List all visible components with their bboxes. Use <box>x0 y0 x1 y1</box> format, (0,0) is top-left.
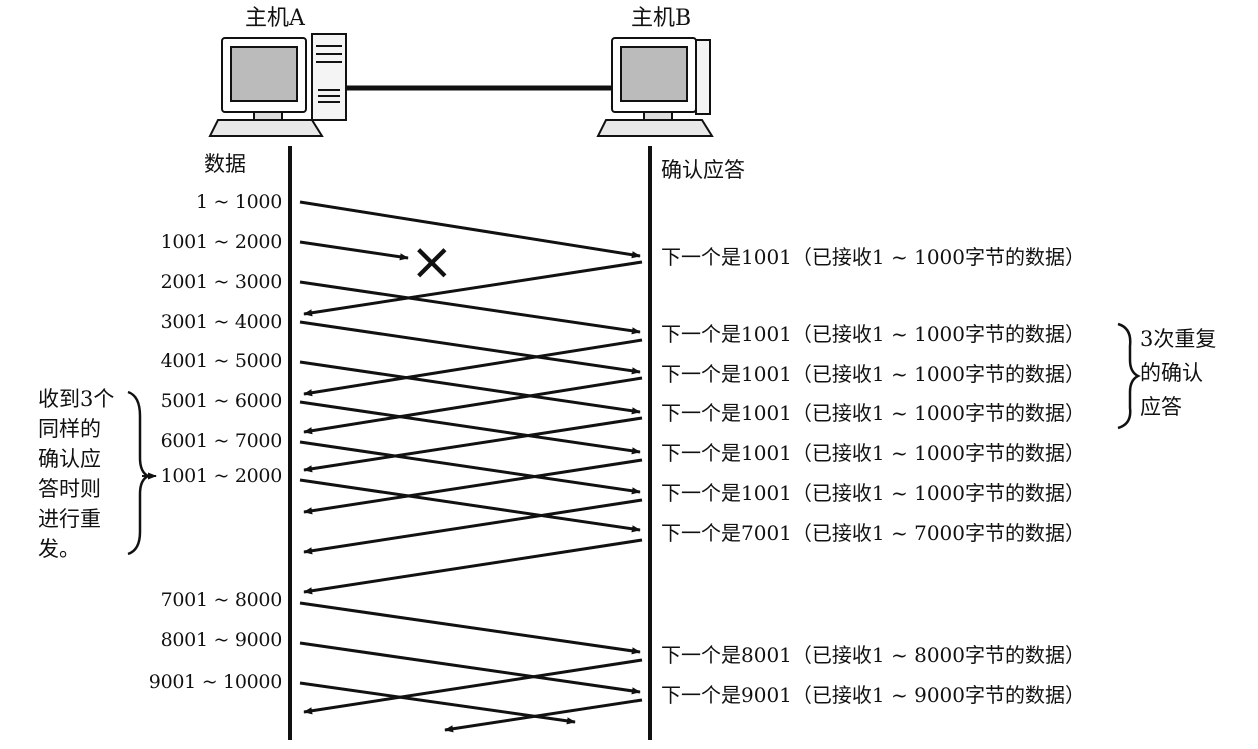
duplicate-ack-note-line: 应答 <box>1140 395 1182 419</box>
ack-label: 下一个是1001（已接收1 ~ 1000字节的数据） <box>661 441 1085 465</box>
duplicate-ack-note: 3次重复 的确认 应答 <box>1140 322 1216 424</box>
ack-arrow-8 <box>303 658 643 715</box>
segment-label: 1001 ~ 2000 <box>160 231 283 253</box>
lost-packet-x-icon: × <box>410 232 454 292</box>
segment-label-retransmit: 1001 ~ 2000 <box>160 465 283 487</box>
ack-label: 下一个是7001（已接收1 ~ 7000字节的数据） <box>661 521 1085 545</box>
host-b-label: 主机B <box>631 6 692 31</box>
ack-arrow-3 <box>303 376 643 435</box>
segment-label: 3001 ~ 4000 <box>160 311 283 333</box>
data-arrow-4 <box>299 320 641 375</box>
data-arrow-2-lost <box>299 240 409 261</box>
data-arrow-7 <box>299 440 641 495</box>
retransmit-brace <box>127 390 151 556</box>
data-arrow-9 <box>299 641 641 695</box>
data-arrow-10 <box>299 681 576 725</box>
ack-column-header: 确认应答 <box>661 158 745 182</box>
ack-label: 下一个是1001（已接收1 ~ 1000字节的数据） <box>661 481 1085 505</box>
segment-label: 4001 ~ 5000 <box>160 350 283 372</box>
ack-label: 下一个是8001（已接收1 ~ 8000字节的数据） <box>661 643 1085 667</box>
duplicate-ack-note-line: 的确认 <box>1140 361 1203 385</box>
data-arrow-3 <box>299 280 641 335</box>
data-column-header: 数据 <box>204 152 246 176</box>
ack-arrow-6 <box>303 498 643 555</box>
segment-label: 5001 ~ 6000 <box>160 390 283 412</box>
host-a-computer-icon <box>208 33 347 137</box>
ack-arrow-5 <box>303 458 643 515</box>
ack-arrow-7 <box>303 538 643 595</box>
ack-label: 下一个是1001（已接收1 ~ 1000字节的数据） <box>661 322 1085 346</box>
segment-label: 8001 ~ 9000 <box>160 629 283 651</box>
data-arrow-retransmit <box>299 478 641 533</box>
segment-label: 7001 ~ 8000 <box>160 589 283 611</box>
data-arrow-8 <box>299 601 641 655</box>
retransmit-note: 收到3个 同样的 确认应 答时则 进行重 发。 <box>38 384 114 564</box>
data-arrow-1 <box>299 200 641 259</box>
retransmit-note-line: 发。 <box>38 537 80 561</box>
retransmit-note-line: 确认应 <box>38 447 101 471</box>
ack-label: 下一个是1001（已接收1 ~ 1000字节的数据） <box>661 245 1085 269</box>
ack-label: 下一个是1001（已接收1 ~ 1000字节的数据） <box>661 362 1085 386</box>
retransmit-note-line: 答时则 <box>38 477 101 501</box>
ack-arrow-9 <box>444 698 643 733</box>
segment-label: 9001 ~ 10000 <box>148 671 283 693</box>
ack-arrow-1 <box>303 260 643 317</box>
segment-label: 6001 ~ 7000 <box>160 430 283 452</box>
retransmit-note-line: 进行重 <box>38 507 101 531</box>
retransmit-note-line: 同样的 <box>38 417 101 441</box>
segment-label: 2001 ~ 3000 <box>160 271 283 293</box>
duplicate-ack-note-line: 3次重复 <box>1140 327 1217 351</box>
retransmit-note-line: 收到3个 <box>38 387 115 411</box>
ack-label: 下一个是1001（已接收1 ~ 1000字节的数据） <box>661 401 1085 425</box>
data-arrow-6 <box>299 400 641 455</box>
ack-arrow-4 <box>303 416 643 473</box>
duplicate-ack-brace <box>1117 322 1141 430</box>
segment-label: 1 ~ 1000 <box>195 191 282 213</box>
host-a-label: 主机A <box>245 6 305 31</box>
host-b-computer-icon <box>596 37 714 137</box>
data-arrow-5 <box>299 360 641 415</box>
ack-label: 下一个是9001（已接收1 ~ 9000字节的数据） <box>661 683 1085 707</box>
ack-arrow-2 <box>303 338 643 397</box>
